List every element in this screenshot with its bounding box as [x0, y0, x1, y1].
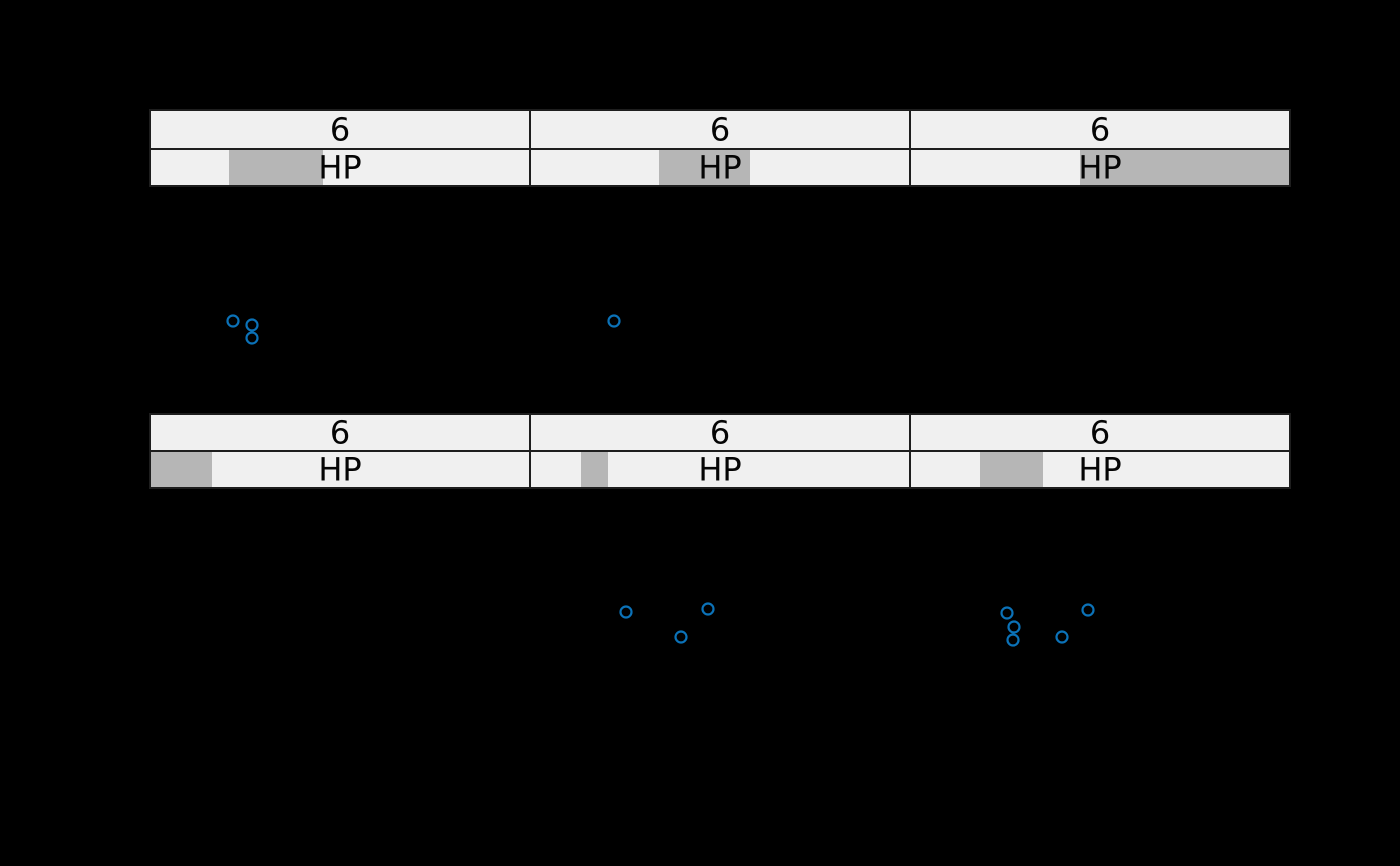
strip-top-label: 6	[330, 414, 350, 452]
strip-bottom-rect	[150, 451, 530, 488]
strip-top-label: 6	[710, 414, 730, 452]
strip-bottom-label: HP	[698, 149, 741, 187]
strip-shingle-indicator	[980, 452, 1043, 487]
data-point	[619, 605, 633, 619]
strip-bottom-outline	[909, 148, 1291, 187]
strip-bottom-rect	[910, 451, 1290, 488]
strip-bottom-label: HP	[1078, 149, 1121, 187]
strip-shingle-indicator	[229, 150, 323, 185]
data-point	[1006, 633, 1020, 647]
strip-top-rect	[529, 109, 911, 150]
strip-shingle-indicator	[659, 150, 750, 185]
data-point	[245, 331, 259, 345]
data-point	[1055, 630, 1069, 644]
data-point	[701, 602, 715, 616]
data-point	[607, 314, 621, 328]
data-point	[674, 630, 688, 644]
strip-top-label: 6	[330, 111, 350, 149]
strip-shingle-indicator	[150, 452, 212, 487]
data-point	[1000, 606, 1014, 620]
strip-shingle-indicator	[1080, 150, 1290, 185]
strip-shingle-indicator	[581, 452, 608, 487]
strip-top-label: 6	[710, 111, 730, 149]
strip-top-rect	[149, 109, 531, 150]
data-point	[245, 318, 259, 332]
strip-bottom-rect	[150, 149, 530, 186]
strip-bottom-label: HP	[318, 451, 361, 489]
strip-top-label: 6	[1090, 111, 1110, 149]
strip-bottom-label: HP	[1078, 451, 1121, 489]
data-point	[1081, 603, 1095, 617]
strip-bottom-label: HP	[318, 149, 361, 187]
data-point	[226, 314, 240, 328]
strip-top-rect	[529, 413, 911, 452]
strip-bottom-label: HP	[698, 451, 741, 489]
strip-bottom-outline	[909, 450, 1291, 489]
strip-top-rect	[909, 109, 1291, 150]
strip-top-rect	[909, 413, 1291, 452]
strip-top-label: 6	[1090, 414, 1110, 452]
data-point	[1007, 620, 1021, 634]
